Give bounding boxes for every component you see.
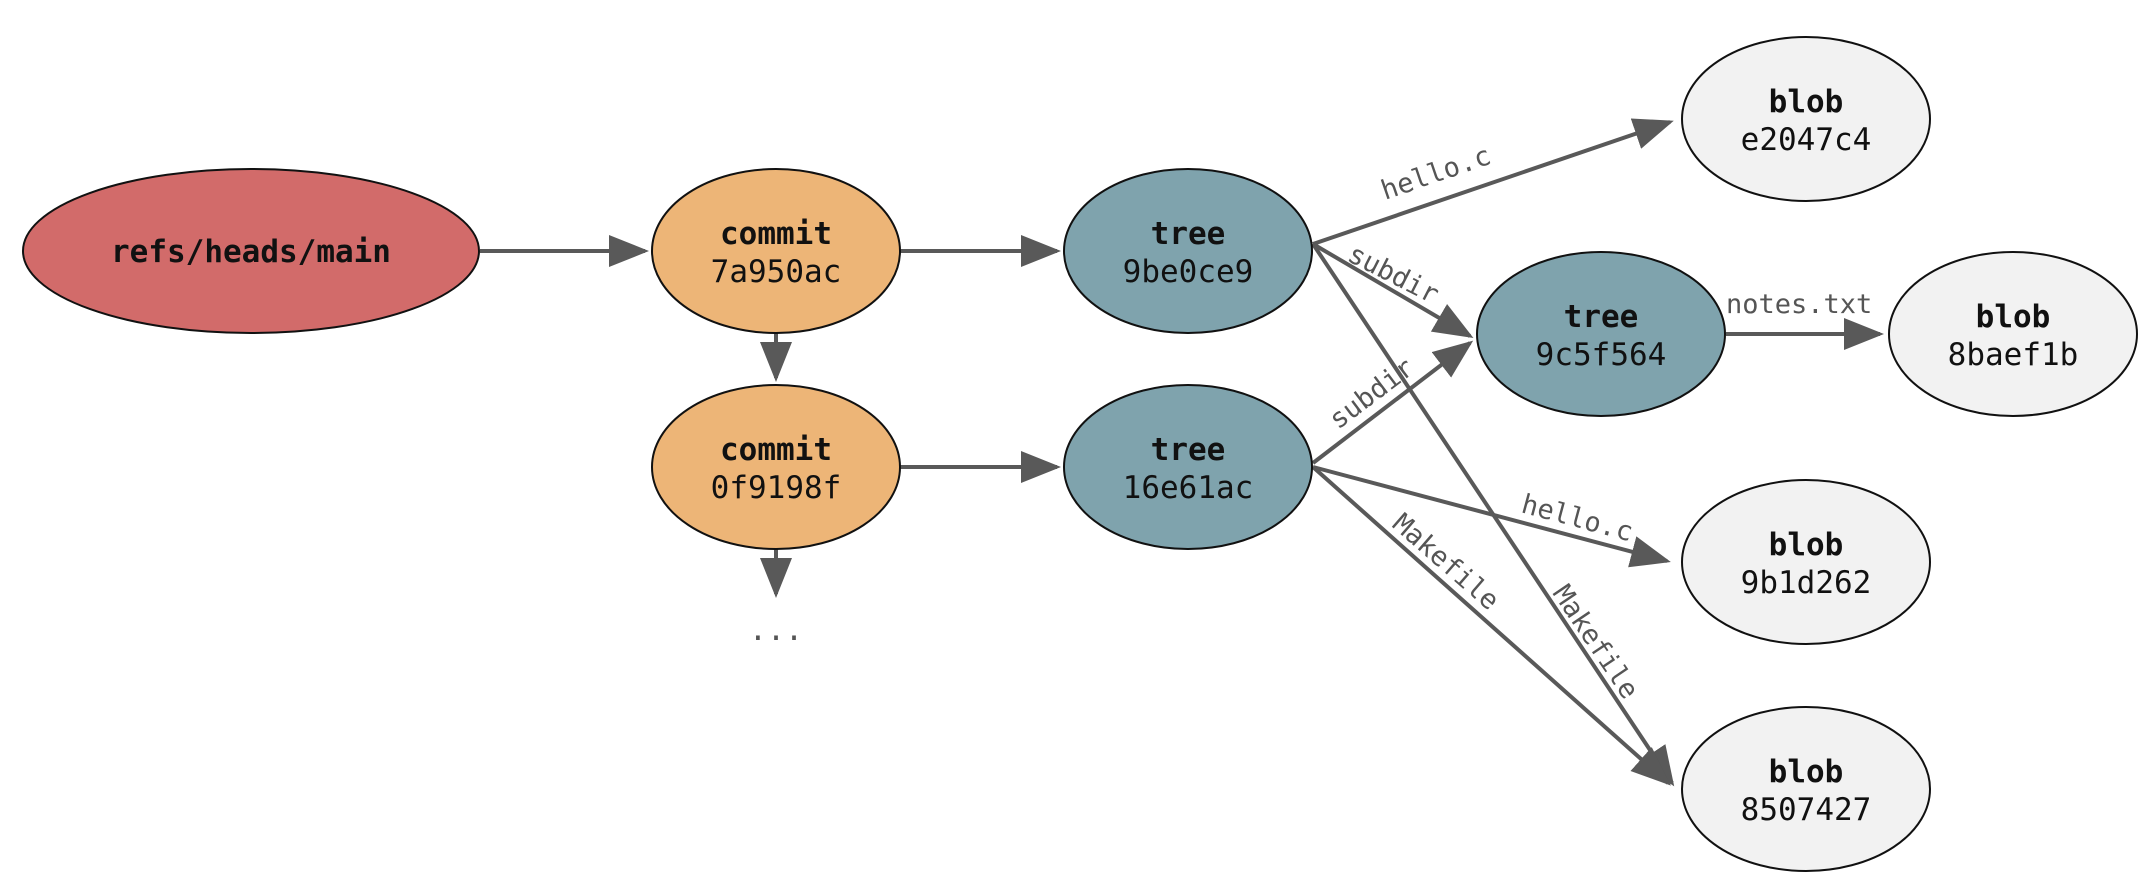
tree-node-9c5f564[interactable]: tree 9c5f564 [1476,251,1726,417]
node-type-label: commit [720,216,832,252]
node-type-label: blob [1769,754,1844,790]
tree-shape [1063,384,1313,550]
blob-node-e2047c4[interactable]: blob e2047c4 [1681,36,1931,202]
node-type-label: tree [1564,299,1639,335]
edge-label-tree1-hello: hello.c [1377,140,1495,206]
ref-node-main[interactable]: refs/heads/main [22,168,480,334]
edge-tree2-to-blob-9b1d262 [1312,465,1671,568]
node-type-label: tree [1151,432,1226,468]
tree-shape [1063,168,1313,334]
tree-node-9be0ce9[interactable]: tree 9be0ce9 [1063,168,1313,334]
edge-label-tree2-hello: hello.c [1518,489,1636,548]
node-type-label: blob [1976,299,2051,335]
commit-node-0f9198f[interactable]: commit 0f9198f [651,384,901,550]
blob-shape [1681,36,1931,202]
ref-shape [22,168,480,334]
node-type-label: blob [1769,84,1844,120]
node-hash-label: 7a950ac [711,254,842,290]
commit-node-7a950ac[interactable]: commit 7a950ac [651,168,901,334]
node-type-label: blob [1769,527,1844,563]
node-hash-label: 0f9198f [711,470,842,506]
node-type-label: commit [720,432,832,468]
node-hash-label: 8baef1b [1948,337,2079,373]
blob-shape [1681,479,1931,645]
commit-shape [651,168,901,334]
blob-shape [1888,251,2138,417]
tree-shape [1476,251,1726,417]
blob-node-9b1d262[interactable]: blob 9b1d262 [1681,479,1931,645]
node-hash-label: 9c5f564 [1536,337,1667,373]
blob-node-8507427[interactable]: blob 8507427 [1681,706,1931,872]
history-continuation: ... [749,613,803,648]
edge-tree2-to-tree3 [1311,340,1474,465]
edge-label-tree1-subdir: subdir [1343,239,1444,311]
node-hash-label: 9be0ce9 [1123,254,1254,290]
tree-node-16e61ac[interactable]: tree 16e61ac [1063,384,1313,550]
edge-label-tree2-makefile: Makefile [1386,508,1504,617]
edge-tree2-to-blob-8507427 [1311,465,1671,786]
node-hash-label: e2047c4 [1741,122,1872,158]
node-hash-label: 8507427 [1741,792,1872,828]
commit-shape [651,384,901,550]
ref-label: refs/heads/main [111,234,391,270]
edge-tree1-to-tree3 [1311,242,1474,339]
blob-shape [1681,706,1931,872]
node-hash-label: 16e61ac [1123,470,1254,506]
node-hash-label: 9b1d262 [1741,565,1872,601]
edge-label-subtree-notes: notes.txt [1726,289,1872,320]
node-type-label: tree [1151,216,1226,252]
blob-node-8baef1b[interactable]: blob 8baef1b [1888,251,2138,417]
edge-tree1-to-blob-e2047c4 [1312,118,1674,246]
edges [480,118,1884,787]
